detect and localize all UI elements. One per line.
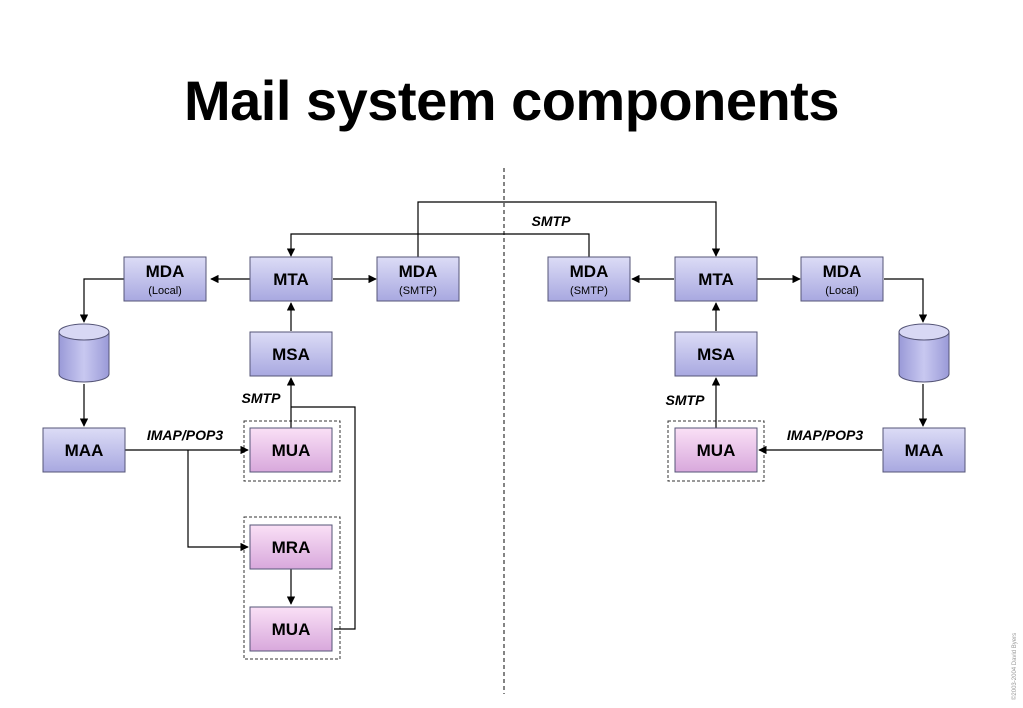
smtp-right-label: SMTP bbox=[666, 392, 706, 408]
left-mda-smtp-label: MDA bbox=[399, 262, 438, 281]
right-mta-label: MTA bbox=[698, 270, 734, 289]
imap-right-label: IMAP/POP3 bbox=[787, 427, 863, 443]
edge-left-mdasmtp-to-right-mta bbox=[417, 201, 721, 258]
left-mailbox-store bbox=[58, 323, 110, 383]
right-maa-node: MAA bbox=[882, 427, 966, 473]
left-mda-local-sub: (Local) bbox=[148, 285, 182, 297]
left-mda-local-node: MDA (Local) bbox=[123, 256, 207, 302]
copyright-note: ©2003-2004 David Byers bbox=[1011, 633, 1018, 700]
right-mda-smtp-label: MDA bbox=[570, 262, 609, 281]
left-mda-smtp-sub: (SMTP) bbox=[399, 285, 437, 297]
left-mua-2-node: MUA bbox=[249, 606, 333, 652]
right-mua-node: MUA bbox=[674, 427, 758, 473]
left-maa-label: MAA bbox=[65, 441, 104, 460]
smtp-top-label: SMTP bbox=[532, 213, 572, 229]
edge-left-mdalocal-to-store bbox=[79, 278, 124, 323]
left-mua-1-node: MUA bbox=[249, 427, 333, 473]
left-mra-node: MRA bbox=[249, 524, 333, 570]
right-mda-local-label: MDA bbox=[823, 262, 862, 281]
right-mua-label: MUA bbox=[697, 441, 736, 460]
edge-left-maa-to-mra bbox=[187, 450, 249, 552]
left-maa-node: MAA bbox=[42, 427, 126, 473]
left-mda-smtp-node: MDA (SMTP) bbox=[376, 256, 460, 302]
left-msa-node: MSA bbox=[249, 331, 333, 377]
left-mua-1-label: MUA bbox=[272, 441, 311, 460]
left-mra-label: MRA bbox=[272, 538, 311, 557]
right-mda-smtp-node: MDA (SMTP) bbox=[547, 256, 631, 302]
left-msa-label: MSA bbox=[272, 345, 310, 364]
left-mta-node: MTA bbox=[249, 256, 333, 302]
right-msa-label: MSA bbox=[697, 345, 735, 364]
right-msa-node: MSA bbox=[674, 331, 758, 377]
page-title: Mail system components bbox=[184, 69, 839, 132]
right-maa-label: MAA bbox=[905, 441, 944, 460]
edge-left-mua2-to-msa bbox=[291, 406, 356, 630]
right-mda-local-node: MDA (Local) bbox=[800, 256, 884, 302]
right-mta-node: MTA bbox=[674, 256, 758, 302]
left-mua-2-label: MUA bbox=[272, 620, 311, 639]
right-mda-local-sub: (Local) bbox=[825, 285, 859, 297]
left-mra-mua-group bbox=[243, 516, 341, 660]
right-mda-smtp-sub: (SMTP) bbox=[570, 285, 608, 297]
left-mta-label: MTA bbox=[273, 270, 309, 289]
left-mda-local-label: MDA bbox=[146, 262, 185, 281]
imap-left-label: IMAP/POP3 bbox=[147, 427, 223, 443]
edge-right-mdalocal-to-store bbox=[884, 278, 928, 323]
smtp-left-label: SMTP bbox=[242, 390, 282, 406]
edge-right-mdasmtp-to-left-mta bbox=[286, 233, 590, 258]
right-mailbox-store bbox=[898, 323, 950, 383]
